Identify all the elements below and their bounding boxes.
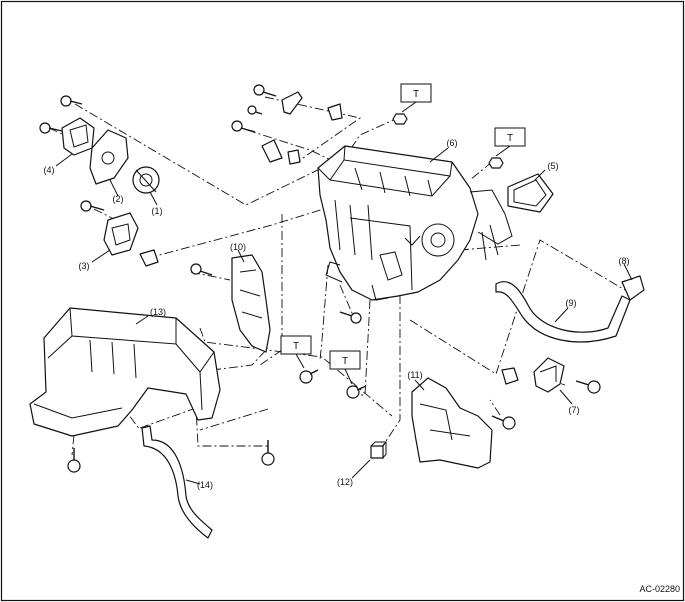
screw-icon — [60, 95, 83, 107]
screw-icon — [491, 415, 516, 430]
block-part-12 — [370, 441, 387, 459]
callout-12: (12) — [337, 477, 353, 487]
drain-hose-part-14 — [141, 425, 213, 539]
torque-box: T — [400, 83, 432, 103]
screw-icon — [231, 120, 256, 133]
screw-icon — [247, 105, 263, 115]
duct-part-11 — [411, 377, 493, 469]
hose-part-9 — [495, 275, 645, 343]
torque-box: T — [280, 335, 312, 355]
cover-part-10 — [231, 254, 271, 353]
nut-icon — [392, 113, 408, 125]
gasket-part-5 — [507, 173, 554, 213]
torque-marks: T T T T — [280, 83, 526, 385]
linkage-parts — [261, 91, 343, 165]
screw-icon — [39, 122, 63, 134]
callout-9: (9) — [566, 298, 577, 308]
callout-labels: (1) (2) (3) (4) (5) (6) (7) (8) (9) (10)… — [44, 138, 630, 490]
torque-box: T — [329, 350, 361, 370]
actuator-part-4 — [61, 117, 95, 156]
nut-icon — [488, 157, 504, 169]
screw-icon — [67, 448, 81, 473]
callout-2: (2) — [113, 194, 124, 204]
callout-14: (14) — [197, 480, 213, 490]
housing-part-13 — [29, 307, 221, 437]
sensor-part-7 — [501, 357, 565, 393]
callout-13: (13) — [150, 307, 166, 317]
screw-icon — [299, 369, 319, 384]
callout-11: (11) — [407, 370, 422, 380]
callout-6: (6) — [447, 138, 458, 148]
callout-5: (5) — [548, 161, 559, 171]
screws — [39, 84, 601, 473]
heater-unit-part-6 — [317, 145, 513, 301]
leader-lines — [55, 147, 633, 485]
callout-1: (1) — [152, 206, 163, 216]
callout-7: (7) — [569, 405, 580, 415]
svg-text:T: T — [293, 341, 299, 352]
bracket-part-2 — [89, 129, 129, 185]
svg-text:T: T — [413, 89, 419, 100]
screw-icon — [339, 311, 362, 324]
torque-box: T — [494, 127, 526, 147]
screw-icon — [80, 200, 105, 212]
screw-icon — [575, 380, 601, 394]
callout-4: (4) — [44, 165, 55, 175]
screw-icon — [346, 385, 367, 399]
callout-8: (8) — [619, 256, 630, 266]
actuator-group — [61, 117, 160, 194]
svg-text:T: T — [342, 356, 348, 367]
screw-icon — [261, 440, 275, 466]
figure-code: AC-02280 — [639, 584, 680, 594]
screw-icon — [253, 84, 277, 97]
motor-part-3 — [103, 212, 159, 267]
connector-part-8 — [621, 275, 645, 301]
callout-10: (10) — [230, 242, 246, 252]
svg-text:T: T — [507, 133, 513, 144]
assembly-lines — [48, 96, 626, 456]
callout-3: (3) — [79, 261, 90, 271]
screw-icon — [190, 263, 213, 276]
